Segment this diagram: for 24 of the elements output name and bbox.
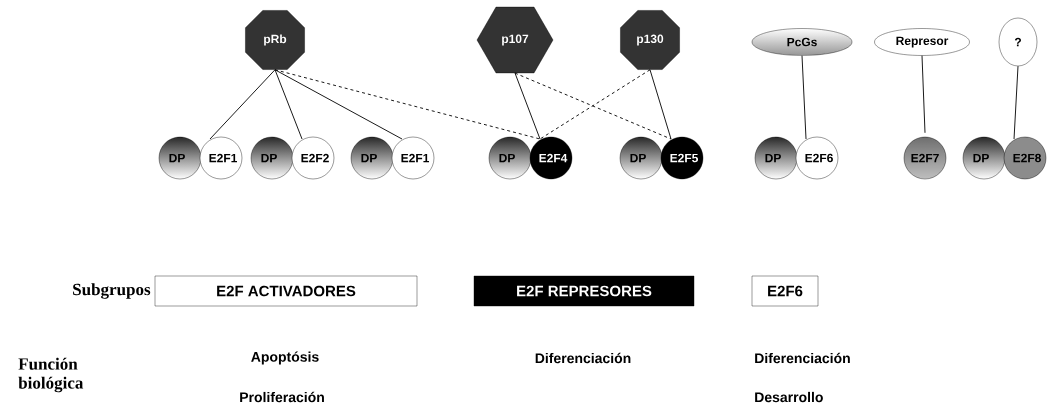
- dashed-line: [274, 69, 541, 140]
- octagon-protein: p130: [620, 10, 680, 70]
- connector-line: [801, 55, 807, 140]
- dashed-line: [539, 69, 651, 140]
- subgroup-box: E2F6: [751, 275, 819, 307]
- subgroup-box: E2F REPRESORES: [473, 275, 695, 307]
- subgroup-box: E2F ACTIVADORES: [154, 275, 418, 307]
- dashed-line: [514, 72, 672, 140]
- node-label: E2F6: [805, 153, 833, 163]
- hexagon-protein: p107: [476, 6, 554, 74]
- connector-line: [514, 72, 541, 140]
- function-text: Diferenciación: [755, 352, 850, 364]
- function-text: Diferenciación: [535, 352, 631, 364]
- connector-line: [921, 55, 926, 134]
- connector-line: [274, 69, 303, 140]
- function-text: Apoptósis: [251, 351, 319, 365]
- row-heading: Función biológica: [18, 357, 84, 393]
- connector-line: [649, 69, 672, 140]
- connector-line: [1013, 65, 1019, 140]
- connector-line: [209, 69, 276, 140]
- connector-line: [274, 69, 403, 140]
- function-text: Desarrollo: [755, 391, 823, 403]
- function-text: Proliferación: [240, 391, 324, 403]
- octagon-protein: pRb: [245, 10, 305, 70]
